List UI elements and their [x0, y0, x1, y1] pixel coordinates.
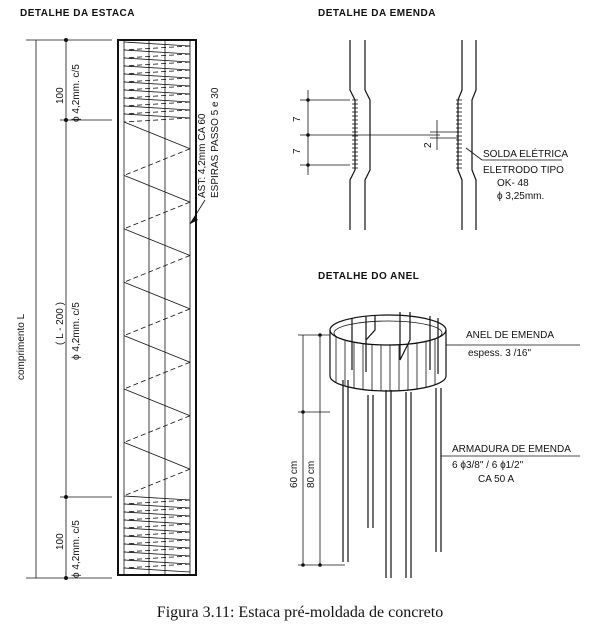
anel-drawing	[298, 312, 580, 578]
length-label: comprimento L	[16, 313, 27, 380]
spiral-segment	[123, 468, 191, 497]
spiral-segment	[123, 101, 191, 107]
ring-thickness: espess. 3 /16"	[468, 348, 531, 359]
dim-60cm: 60 cm	[289, 461, 300, 488]
spiral-segment	[123, 415, 191, 443]
spiral-segment	[123, 175, 191, 203]
figure-caption: Figura 3.11: Estaca pré-moldada de concr…	[156, 604, 444, 621]
spiral-segment	[123, 507, 191, 513]
emenda-dim-lower: 7	[292, 148, 303, 154]
spiral-segment	[123, 308, 191, 336]
spiral-segment	[123, 495, 191, 501]
spiral-dense-top	[123, 41, 191, 123]
header-emenda: DETALHE DA EMENDA	[318, 8, 436, 19]
bottom-dimension: 100	[55, 533, 66, 550]
estaca-drawing	[117, 39, 197, 576]
spiral-segment	[123, 113, 191, 119]
solda-line3: OK- 48	[497, 178, 529, 189]
mid-spacing: ϕ 4,2mm. c/5	[71, 302, 82, 360]
spiral-segment	[123, 361, 191, 390]
spiral-segment	[123, 69, 191, 75]
solda-line4: ϕ 3,25mm.	[497, 191, 544, 202]
spiral-segment	[123, 89, 191, 95]
spiral-segment	[123, 121, 191, 150]
ring-shading	[335, 336, 436, 391]
spiral-segment	[123, 527, 191, 533]
spiral-dense-bottom	[123, 495, 191, 573]
figure-drawing: DETALHE DA ESTACA DETALHE DA EMENDA DETA…	[16, 8, 580, 580]
emenda-dim-gap: 2	[423, 142, 434, 148]
spiral-segment	[123, 81, 191, 87]
spiral-segment	[123, 281, 191, 310]
ast-label-line2: ESPIRAS PASSO 5 e 30	[210, 87, 221, 198]
spiral-sparse-middle	[123, 121, 191, 497]
spiral-segment	[123, 388, 191, 417]
spiral-segment	[123, 563, 191, 569]
spiral-segment	[123, 442, 191, 470]
spiral-segment	[123, 109, 191, 115]
emenda-dim-upper: 7	[292, 116, 303, 122]
estaca-dimension-chain	[26, 38, 112, 580]
solda-line1: SOLDA ELÉTRICA	[483, 147, 568, 160]
spiral-segment	[123, 503, 191, 509]
mid-dimension: ( L - 200 )	[55, 302, 66, 345]
spiral-segment	[123, 49, 191, 55]
spiral-segment	[123, 93, 191, 99]
spiral-segment	[123, 148, 191, 176]
spiral-segment	[123, 65, 191, 71]
top-spacing: ϕ 4,2mm. c/5	[71, 64, 82, 122]
spiral-segment	[123, 201, 191, 230]
spiral-segment	[123, 519, 191, 525]
spiral-segment	[123, 335, 191, 363]
spiral-segment	[123, 539, 191, 545]
spiral-segment	[123, 559, 191, 565]
header-anel: DETALHE DO ANEL	[318, 271, 419, 282]
spiral-segment	[123, 117, 191, 123]
top-dimension: 100	[55, 87, 66, 104]
spiral-segment	[123, 499, 191, 505]
spiral-segment	[123, 85, 191, 91]
spiral-segment	[123, 543, 191, 549]
spiral-segment	[123, 551, 191, 557]
spiral-segment	[123, 45, 191, 51]
spiral-segment	[123, 255, 191, 283]
header-estaca: DETALHE DA ESTACA	[20, 8, 135, 19]
armadura-line3: CA 50 A	[478, 474, 514, 485]
spiral-segment	[123, 511, 191, 517]
spiral-segment	[123, 97, 191, 103]
weld-right	[456, 99, 462, 169]
spiral-segment	[123, 228, 191, 256]
spiral-segment	[123, 555, 191, 561]
spiral-segment	[123, 53, 191, 59]
weld-left	[352, 99, 358, 169]
solda-line2: ELETRODO TIPO	[483, 165, 564, 176]
spiral-segment	[123, 547, 191, 553]
ast-label-line1: AST: 4,2mm CA 60	[197, 113, 208, 198]
spiral-segment	[123, 523, 191, 529]
dim-80cm: 80 cm	[306, 461, 317, 488]
spiral-segment	[123, 535, 191, 541]
spiral-segment	[123, 57, 191, 63]
spiral-segment	[123, 61, 191, 67]
armadura-line1: ARMADURA DE EMENDA	[452, 444, 571, 455]
bottom-spacing: ϕ 4,2mm. c/5	[71, 520, 82, 578]
spiral-segment	[123, 515, 191, 521]
ring-label: ANEL DE EMENDA	[466, 330, 554, 341]
spiral-segment	[123, 73, 191, 79]
emenda-drawing	[300, 40, 562, 230]
armadura-line2: 6 ϕ3/8" / 6 ϕ1/2"	[452, 460, 524, 471]
spiral-segment	[123, 567, 191, 573]
spiral-segment	[123, 77, 191, 83]
spiral-segment	[123, 41, 191, 47]
spiral-segment	[123, 531, 191, 537]
spiral-segment	[123, 105, 191, 111]
